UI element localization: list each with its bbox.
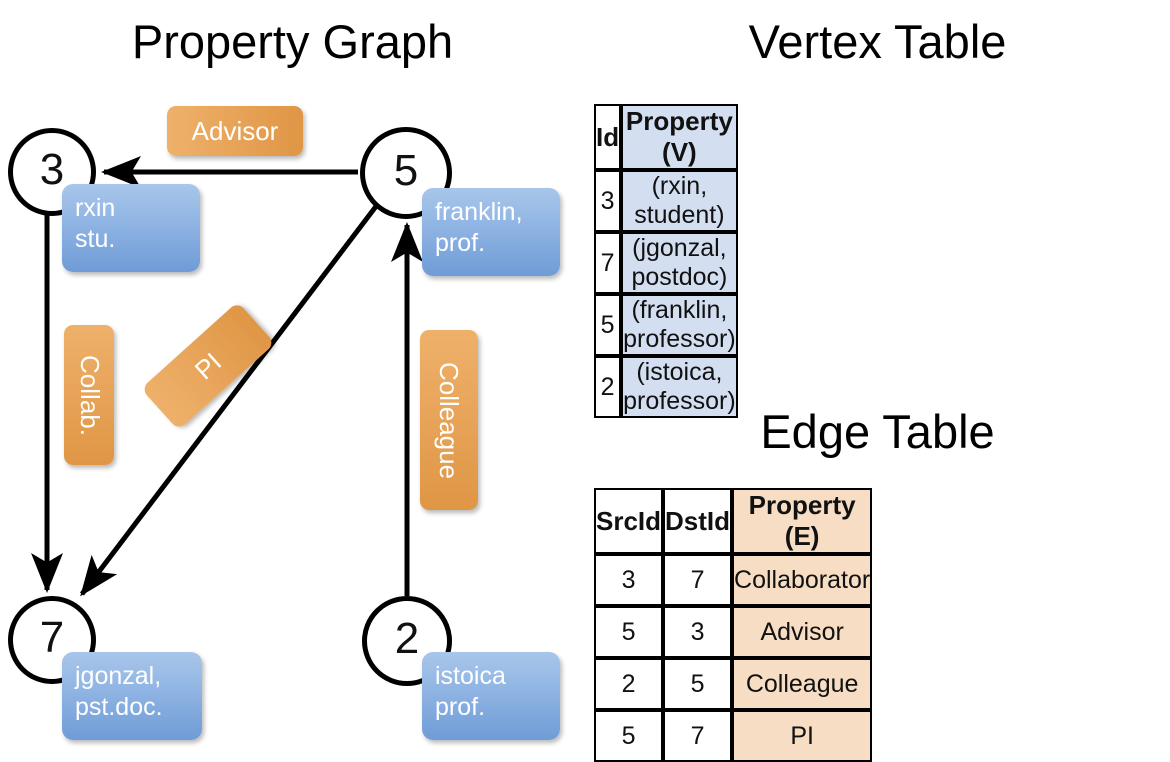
- vertex-property-franklin-line1: franklin,: [435, 198, 523, 226]
- graph-node-7-label: 7: [39, 613, 65, 662]
- vertex-cell-property: (istoica, professor): [621, 356, 738, 418]
- table-row[interactable]: 3 (rxin, student): [594, 170, 738, 232]
- table-header-row: Id Property (V): [594, 104, 738, 170]
- edge-cell-dstid: 5: [663, 658, 733, 710]
- edge-cell-srcid: 5: [594, 606, 664, 658]
- vertex-property-istoica-line2: prof.: [435, 693, 486, 721]
- table-row[interactable]: 2 (istoica, professor): [594, 356, 738, 418]
- edge-property-pi-label: PI: [188, 346, 227, 386]
- table-row[interactable]: 3 7 Collaborator: [594, 554, 873, 606]
- edge-cell-dstid: 7: [663, 710, 733, 762]
- vertex-property-franklin-line2: prof.: [435, 229, 486, 257]
- table-row[interactable]: 5 3 Advisor: [594, 606, 873, 658]
- edge-cell-property: Colleague: [732, 658, 873, 710]
- edge-header-srcid: SrcId: [594, 488, 664, 554]
- vertex-property-rxin-line2: stu.: [75, 225, 116, 253]
- edge-property-box-collab[interactable]: Collab.: [64, 325, 114, 465]
- edge-header-property: Property (E): [732, 488, 873, 554]
- vertex-table: Id Property (V) 3 (rxin, student) 7 (jgo…: [594, 104, 738, 418]
- edge-header-dstid: DstId: [663, 488, 733, 554]
- vertex-property-box-istoica[interactable]: istoica prof.: [422, 652, 560, 740]
- vertex-cell-property: (jgonzal, postdoc): [621, 232, 738, 294]
- graph-node-2-label: 2: [394, 614, 420, 663]
- edge-5-to-7: [80, 203, 379, 597]
- edge-cell-srcid: 3: [594, 554, 664, 606]
- vertex-header-property: Property (V): [621, 104, 738, 170]
- edge-property-colleague-label: Colleague: [434, 361, 465, 479]
- table-header-row: SrcId DstId Property (E): [594, 488, 873, 554]
- page-title-property-graph: Property Graph: [131, 15, 454, 68]
- edge-cell-srcid: 5: [594, 710, 664, 762]
- vertex-table-title: Vertex Table: [748, 15, 1007, 68]
- vertex-property-istoica-line1: istoica: [435, 662, 506, 690]
- vertex-cell-property: (franklin, professor): [621, 294, 738, 356]
- vertex-cell-id: 3: [594, 170, 622, 232]
- graph-node-5-label: 5: [393, 146, 419, 195]
- edge-cell-dstid: 7: [663, 554, 733, 606]
- edge-table-title: Edge Table: [760, 405, 995, 458]
- graph-edges-svg: [31, 156, 423, 597]
- table-row[interactable]: 7 (jgonzal, postdoc): [594, 232, 738, 294]
- vertex-property-box-jgonzal[interactable]: jgonzal, pst.doc.: [62, 652, 202, 740]
- edge-cell-property: Collaborator: [732, 554, 873, 606]
- edge-cell-dstid: 3: [663, 606, 733, 658]
- edge-table: SrcId DstId Property (E) 3 7 Collaborato…: [594, 488, 873, 762]
- edge-cell-srcid: 2: [594, 658, 664, 710]
- graph-node-2[interactable]: 2: [362, 596, 452, 686]
- vertex-property-jgonzal-line1: jgonzal,: [75, 662, 162, 690]
- vertex-cell-id: 5: [594, 294, 622, 356]
- vertex-header-id: Id: [594, 104, 622, 170]
- graph-node-5[interactable]: 5: [360, 127, 452, 219]
- vertex-property-rxin-line1: rxin: [75, 194, 116, 222]
- edge-property-box-advisor[interactable]: Advisor: [167, 106, 303, 156]
- vertex-property-jgonzal-line2: pst.doc.: [75, 693, 163, 721]
- edge-property-advisor-label: Advisor: [191, 115, 279, 146]
- edge-property-box-colleague[interactable]: Colleague: [420, 330, 478, 510]
- vertex-cell-id: 7: [594, 232, 622, 294]
- edge-cell-property: Advisor: [732, 606, 873, 658]
- vertex-property-box-franklin[interactable]: franklin, prof.: [422, 188, 560, 276]
- table-row[interactable]: 2 5 Colleague: [594, 658, 873, 710]
- edge-property-collab-label: Collab.: [74, 354, 105, 436]
- vertex-cell-id: 2: [594, 356, 622, 418]
- property-graph-panel: Property Graph 3 5 7 2: [0, 0, 585, 760]
- vertex-property-box-rxin[interactable]: rxin stu.: [62, 184, 200, 272]
- table-row[interactable]: 5 (franklin, professor): [594, 294, 738, 356]
- graph-node-3-label: 3: [39, 145, 65, 194]
- table-row[interactable]: 5 7 PI: [594, 710, 873, 762]
- edge-cell-property: PI: [732, 710, 873, 762]
- vertex-cell-property: (rxin, student): [621, 170, 738, 232]
